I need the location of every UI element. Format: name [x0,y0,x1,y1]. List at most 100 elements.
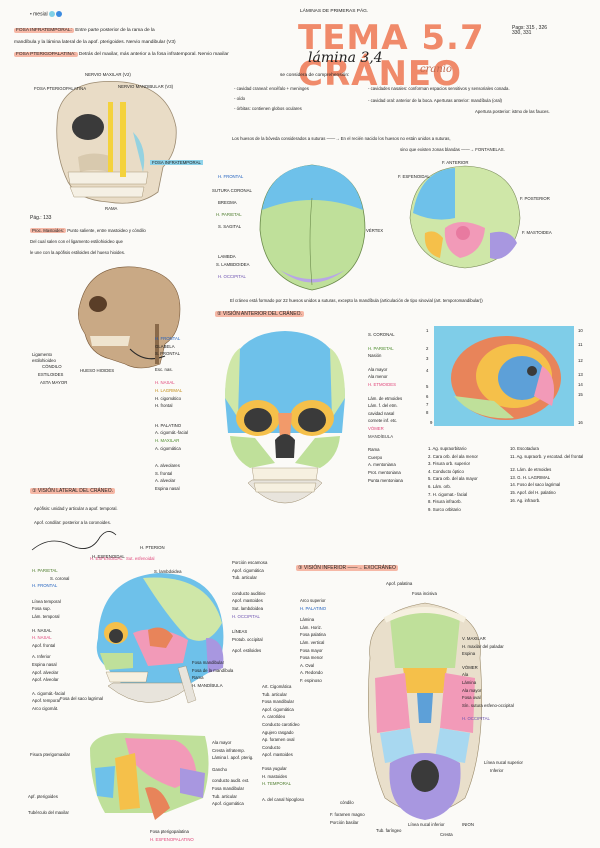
lbl-f-mastoidea: F. MASTOIDEA [522,230,552,235]
orbit-num: 13 [578,372,583,377]
lateral-title: ① VISIÓN LATERAL DEL CRÁNEO. [30,488,115,494]
lat-lower-right: Cresta infratemp. [212,747,245,753]
ant-left-label: A. cigomát.-facial [155,430,188,436]
lateral-right-labels: Porción escamosa Apof. cigomática Tub. a… [192,560,268,690]
inf-right-label: Ala [462,672,469,678]
lat-left-label: Fosa del saco lagrimal [60,696,103,701]
orbit-legend-item: 9. Surco orbitario [428,506,461,512]
ant-left-label: Espina nasal [155,485,180,491]
lateral-title-text: ① VISIÓN LATERAL DEL CRÁNEO. [30,488,115,494]
lat-right-label: Porción escamosa [232,560,268,565]
ant-right-label: Punta mentoniana [368,477,403,483]
inf-left-label: Fosa menor [300,655,323,661]
inf-left-label: A. Redondo [300,670,323,676]
inf-right-label: V. MAXILAR [462,636,486,641]
ant-left-label: S. FRONTAL [155,351,180,357]
pag133-line2: le une con la apófisis estiloides del hu… [30,250,126,255]
lat-right-label: Tub. articular [232,575,257,581]
inf-right-label: Línea nucal superior [484,760,523,765]
inf-right-label: H. maxilar del paladar [462,643,504,649]
lbl-s-lambdoidea: S. LAMBDOIDEA [216,262,250,267]
inf-top-label: Apof. palatina [386,581,413,586]
inf-left-label: Fosa mandibular [262,699,295,705]
lbl-nervio-maxilar: NERVIO MAXILAR (V2) [85,72,131,77]
anterior-skull-illustration [225,331,345,504]
lat-left-label: H. ESFENOIDAL [92,554,125,559]
orbit-legend-item: 2. Cara orb. del ala menor [428,453,478,459]
lateral-lower-right: Ala mayor Cresta infratemp. Lámina l. ap… [212,740,253,809]
lat-right-label: Protub. occipital [232,636,263,642]
orbit-legend-item: 11. Ag. supraorb. y escotad. del frontal [510,453,584,459]
orbit-num: 12 [578,358,583,363]
pterigo-line: FOSA PTERIGOPALATINA: Detrás del maxilar… [14,52,229,57]
lateral-skull-photo [78,266,181,369]
ant-right-label: MANDÍBULA [368,433,394,439]
lat-top-label: H. PTERION [140,545,165,550]
calvaria-intro: Los huesos de la bóveda considerados a s… [232,136,451,141]
page-refs: Pags: 315 , 326 330, 331 [512,25,548,37]
ant-left-label: A. alveolares [155,463,180,469]
infratemporal-line1: FOSA INFRATEMPORAL: Entre parte posterio… [14,28,155,33]
lat-left-label: Apof. frontal [32,642,56,648]
inf-bottom-label: INION [462,822,474,827]
inferior-title-text: ③ VISIÓN INFERIOR ——→ EXOCRÁNEO [296,565,398,571]
inf-left-label: A. del canal hipogloso [262,796,305,802]
lat-lower-bottom: H. ESFENOPALATINO [150,837,194,842]
ant-left-label: H. PALATINO [155,422,182,428]
lbl-fosa-pterigopalatina: FOSA PTERIGOPALATINA [34,86,87,91]
orbit-num: 5 [426,384,429,389]
inf-left-label: Art. Cigomática [262,684,292,689]
lat-lower-right: Lámina l. apof. pterig. [212,755,254,761]
inf-left-label: Fosa yugular [262,765,287,771]
inf-left-label: Lám. Horiz. [300,624,322,630]
anterior-title: ② VISIÓN ANTERIOR DEL CRÁNEO. [215,311,304,317]
ant-left-label: H. frontal [155,403,173,409]
lbl-h-frontal: H. FRONTAL [218,174,244,179]
inf-left-label: Conducto [262,744,281,750]
ant-right-label: Lám. f. del etm. [368,403,398,409]
lbl-rama: RAMA [105,206,118,211]
anterior-title-text: ② VISIÓN ANTERIOR DEL CRÁNEO. [215,311,304,317]
lat-right-label: Apof. estiloides [232,648,262,654]
lat-right-label: Apof. cigomática [232,567,264,573]
lat-left-label: Arco cigomát. [32,705,59,711]
orbit-num: 7 [426,402,429,407]
comp-left-1: - oído [234,96,245,101]
ant-left-label: H. LAGRIMAL [155,387,183,393]
fontanel-illustration [409,165,521,269]
orbit-num: 4 [426,368,429,373]
ant-right-label: S. CORONAL [368,332,395,337]
inf-left-label: Apof. cigomática [262,706,294,712]
lat-lower-right: conducto audit. ext. [212,778,250,784]
ant-left-label: GLABELA [155,343,175,349]
lbl-fosa-infratemporal: FOSA INFRATEMPORAL [150,160,203,166]
lat-lower-left: Fisura pterigomaxilar [30,752,71,757]
lat-left-label: H. FRONTAL [32,583,58,589]
inf-bottom-label: Cresta [440,832,453,837]
lateral-left-labels: H. PARIETAL S. coronal H. FRONTAL Línea … [32,568,69,714]
orbit-legend-item: 8. Fisura infraorb. [428,499,462,505]
ant-right-label: Cuerpo [368,454,383,460]
orbit-num: 3 [426,356,429,361]
lat-lower-left: Apf. pterigoides [28,794,58,799]
lbl-estiloides: ESTILOIDES [38,372,64,377]
lateral-line0: Apófisis: unidad y articular a apof. tem… [34,506,118,511]
legend-dot-icon [56,11,63,17]
comp-right-0: - cavidades nasales: conforman espacios … [368,86,510,91]
inf-left-label: Ap. foramen oval [262,737,295,743]
comp-left-2: - órbitas: contienen globos oculares [234,106,302,111]
legend-text: • mesial [30,11,48,18]
inf-bottom-label: cóndilo [340,800,354,805]
lat-left-label: Línea temporal [32,598,61,604]
orbit-num: 10 [578,328,583,333]
lat-left-label: H. NASAL [32,635,52,641]
inf-bottom-label: F. foramen magno [330,812,365,817]
lat-right-label: Fosa mandibular [192,659,225,665]
lbl-condilo: CÓNDILO [42,364,62,369]
lat-lower-right: Gancho [212,766,228,772]
comp-left-0: - cavidad craneal: encéfalo + meninges [234,86,309,91]
lat-right-label: Rama [192,675,204,681]
inferior-right-labels: V. MAXILAR H. maxilar del paladar Espina… [462,636,514,724]
lat-top-label: Sut. esfenoidal [126,556,155,561]
orbit-legend-item: 7. H. cigomat.- facial [428,491,468,497]
